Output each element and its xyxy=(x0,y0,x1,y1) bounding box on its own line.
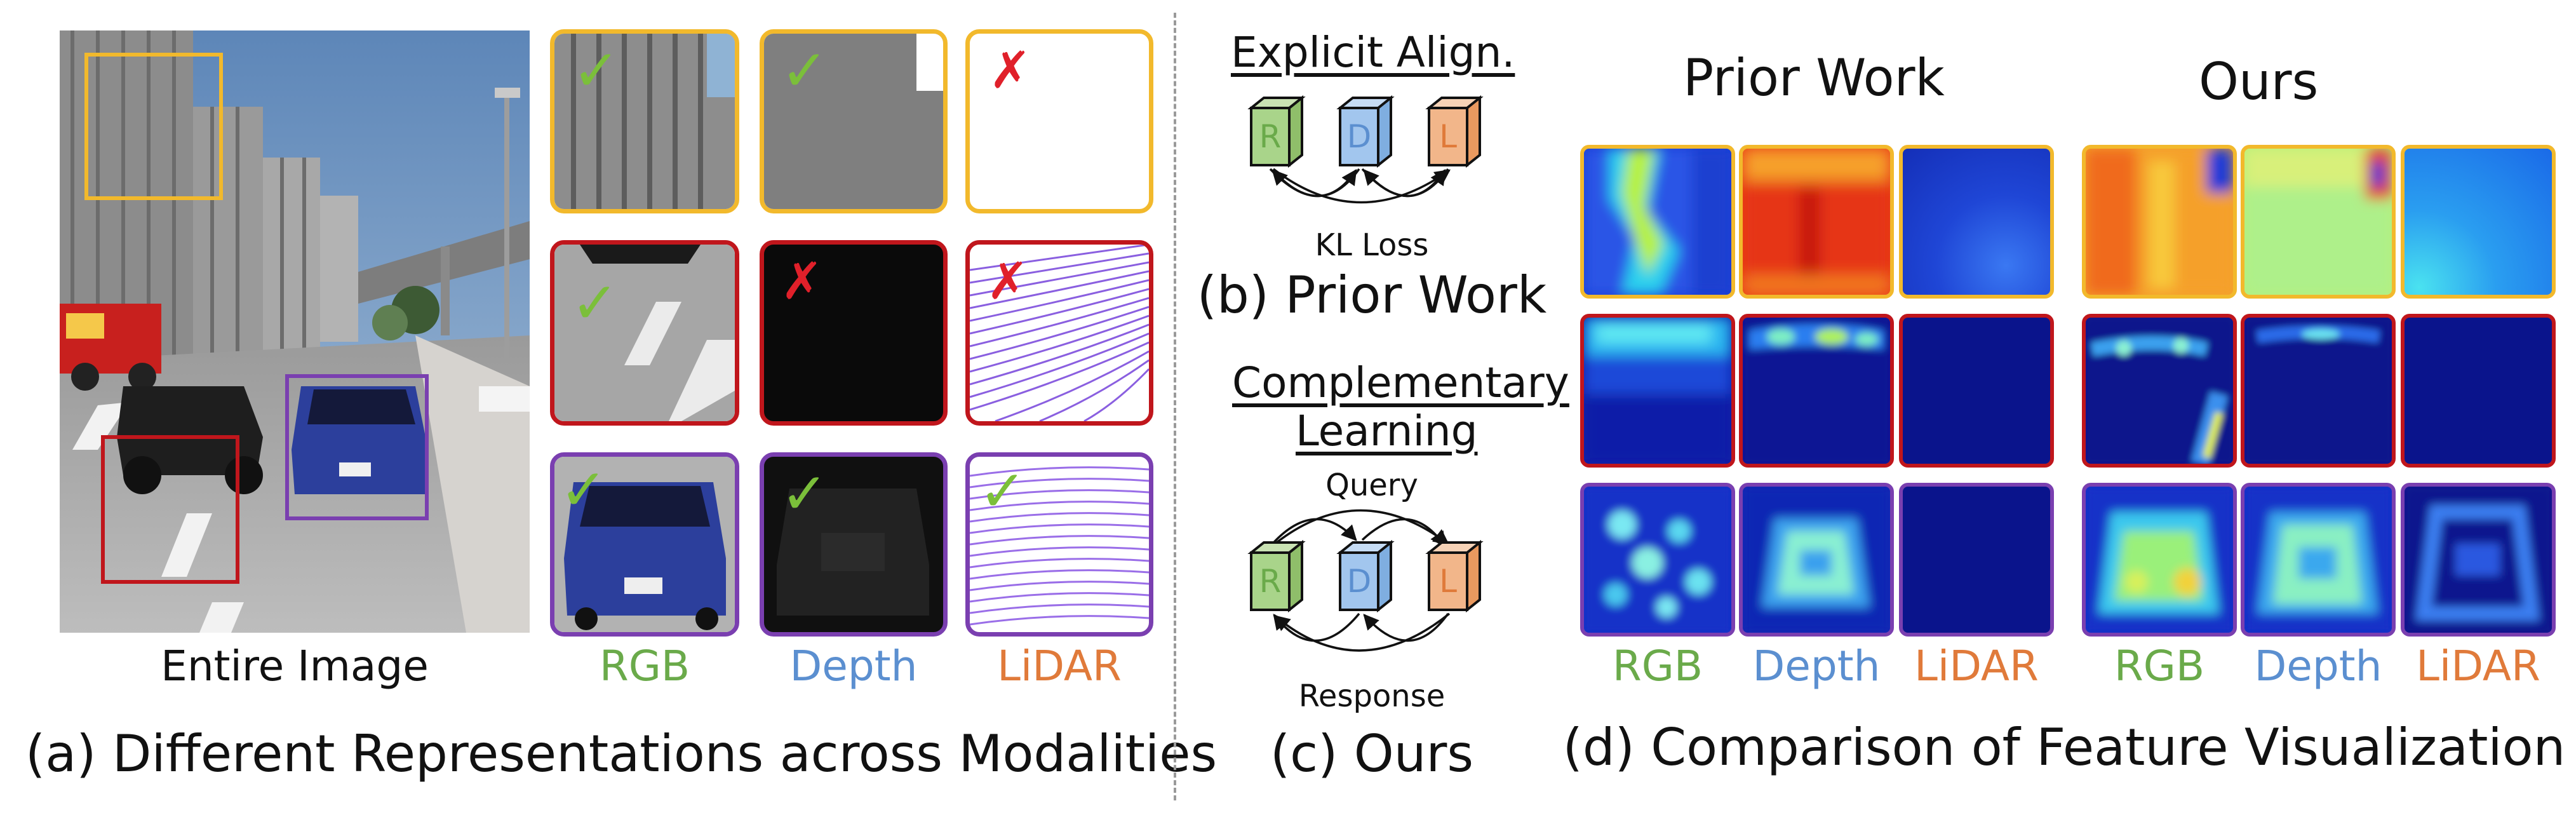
panel-b-caption: (b) Prior Work xyxy=(1197,266,1547,325)
cross-icon: ✗ xyxy=(986,252,1030,311)
ours-rgb-label: RGB xyxy=(2114,642,2205,691)
rgb-cube-icon: R xyxy=(1247,539,1306,613)
complementary-title-line2: Learning xyxy=(1296,407,1478,455)
check-icon: ✓ xyxy=(560,457,608,523)
panel-divider xyxy=(1174,13,1176,800)
complementary-title-line1: Complementary xyxy=(1232,358,1569,407)
complementary-learning-diagram: Query R D L Response xyxy=(1247,468,1484,714)
panel-a-caption: (a) Different Representations across Mod… xyxy=(25,724,1218,783)
panel-d-caption: (d) Comparison of Feature Visualization xyxy=(1562,718,2566,777)
response-label: Response xyxy=(1299,678,1446,714)
cross-icon: ✗ xyxy=(989,41,1032,100)
query-label: Query xyxy=(1325,468,1418,503)
rgb-crop-road: ✓ xyxy=(550,240,739,426)
ours-depth-feature-road xyxy=(2241,314,2396,468)
lidar-crop-building: ✗ xyxy=(965,29,1153,213)
cross-icon: ✗ xyxy=(781,252,824,311)
rgb-cube-icon: R xyxy=(1247,95,1306,168)
prior-rgb-label: RGB xyxy=(1612,642,1703,691)
prior-work-title: Prior Work xyxy=(1683,48,1945,107)
prior-lidar-feature-car xyxy=(1899,483,2054,637)
check-icon: ✓ xyxy=(572,37,621,104)
prior-rgb-feature-building xyxy=(1580,145,1735,299)
ours-lidar-feature-road xyxy=(2401,314,2556,468)
ours-depth-feature-car xyxy=(2241,483,2396,637)
ours-lidar-label: LiDAR xyxy=(2416,642,2540,691)
ours-lidar-feature-building xyxy=(2401,145,2556,299)
node-d: D xyxy=(1347,118,1372,155)
prior-depth-feature-car xyxy=(1739,483,1894,637)
depth-crop-car: ✓ xyxy=(760,452,948,637)
entire-image-label: Entire Image xyxy=(161,642,429,691)
check-icon: ✓ xyxy=(781,461,829,527)
check-icon: ✓ xyxy=(781,37,829,104)
prior-rgb-feature-road xyxy=(1580,314,1735,468)
depth-crop-building: ✓ xyxy=(760,29,948,213)
ours-rgb-feature-road xyxy=(2082,314,2237,468)
kl-loss-label: KL Loss xyxy=(1315,227,1429,260)
depth-cube-icon: D xyxy=(1336,95,1395,168)
node-d: D xyxy=(1347,563,1372,600)
rgb-column-label: RGB xyxy=(599,642,690,691)
depth-column-label: Depth xyxy=(789,642,918,691)
depth-cube-icon: D xyxy=(1336,539,1395,613)
node-r: R xyxy=(1259,563,1282,600)
prior-depth-label: Depth xyxy=(1752,642,1881,691)
node-r: R xyxy=(1259,118,1282,155)
rgb-crop-car: ✓ xyxy=(550,452,739,637)
node-l: L xyxy=(1439,118,1457,155)
lidar-crop-car: ✓ xyxy=(965,452,1153,637)
depth-crop-road: ✗ xyxy=(760,240,948,426)
prior-lidar-label: LiDAR xyxy=(1914,642,2039,691)
prior-rgb-feature-car xyxy=(1580,483,1735,637)
check-icon: ✓ xyxy=(979,458,1027,525)
lidar-crop-road: ✗ xyxy=(965,240,1153,426)
explicit-align-title: Explicit Align. xyxy=(1231,28,1515,77)
prior-lidar-feature-building xyxy=(1899,145,2054,299)
check-icon: ✓ xyxy=(571,270,619,337)
prior-depth-feature-road xyxy=(1739,314,1894,468)
explicit-align-diagram: R D L KL Loss xyxy=(1247,95,1484,260)
street-scene-illustration xyxy=(60,30,530,633)
rgb-crop-building: ✓ xyxy=(550,29,739,213)
ours-rgb-feature-car xyxy=(2082,483,2237,637)
ours-rgb-feature-building xyxy=(2082,145,2237,299)
ours-lidar-feature-car xyxy=(2401,483,2556,637)
ours-depth-feature-building xyxy=(2241,145,2396,299)
ours-depth-label: Depth xyxy=(2254,642,2382,691)
entire-image xyxy=(60,30,530,633)
node-l: L xyxy=(1439,563,1457,600)
prior-depth-feature-building xyxy=(1739,145,1894,299)
lidar-column-label: LiDAR xyxy=(997,642,1122,691)
panel-c-caption: (c) Ours xyxy=(1270,724,1474,783)
lidar-cube-icon: L xyxy=(1425,95,1484,168)
prior-lidar-feature-road xyxy=(1899,314,2054,468)
lidar-cube-icon: L xyxy=(1425,539,1484,613)
ours-title: Ours xyxy=(2199,52,2319,111)
